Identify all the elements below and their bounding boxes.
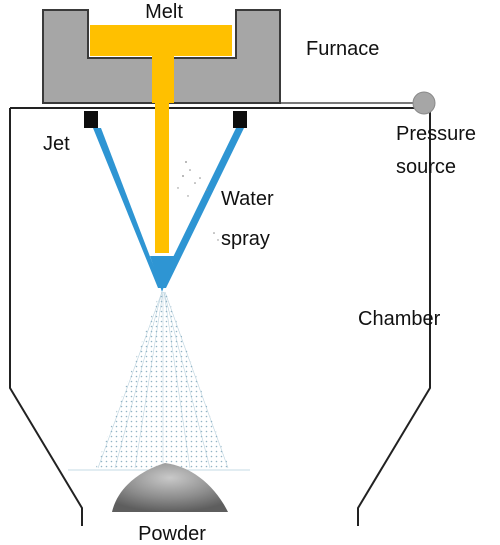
nozzle-right — [233, 111, 247, 128]
spray-cone — [95, 292, 230, 470]
melt-stream — [155, 103, 169, 253]
water-spray-label-line1: Water — [221, 188, 274, 210]
melt-t — [90, 25, 232, 103]
furnace-label: Furnace — [306, 38, 379, 60]
chamber-label: Chamber — [358, 308, 441, 330]
melt-label: Melt — [145, 1, 183, 23]
pressure-knob — [412, 91, 436, 115]
water-jet-right — [158, 128, 244, 288]
jet-label: Jet — [43, 133, 70, 155]
powder-label: Powder — [138, 523, 206, 545]
water-jet-tip — [150, 256, 175, 292]
water-jet-left — [93, 128, 162, 288]
powder-pile — [112, 463, 228, 512]
furnace-body — [42, 9, 281, 104]
water-spray-label-line2: spray — [221, 228, 270, 250]
chamber-outline — [9, 108, 431, 526]
pressure-source-label-line1: Pressure — [396, 123, 476, 145]
pressure-source-label-line2: source — [396, 156, 456, 178]
mist-dots — [177, 161, 219, 241]
nozzle-left — [84, 111, 98, 128]
spray-streaks — [97, 291, 229, 469]
